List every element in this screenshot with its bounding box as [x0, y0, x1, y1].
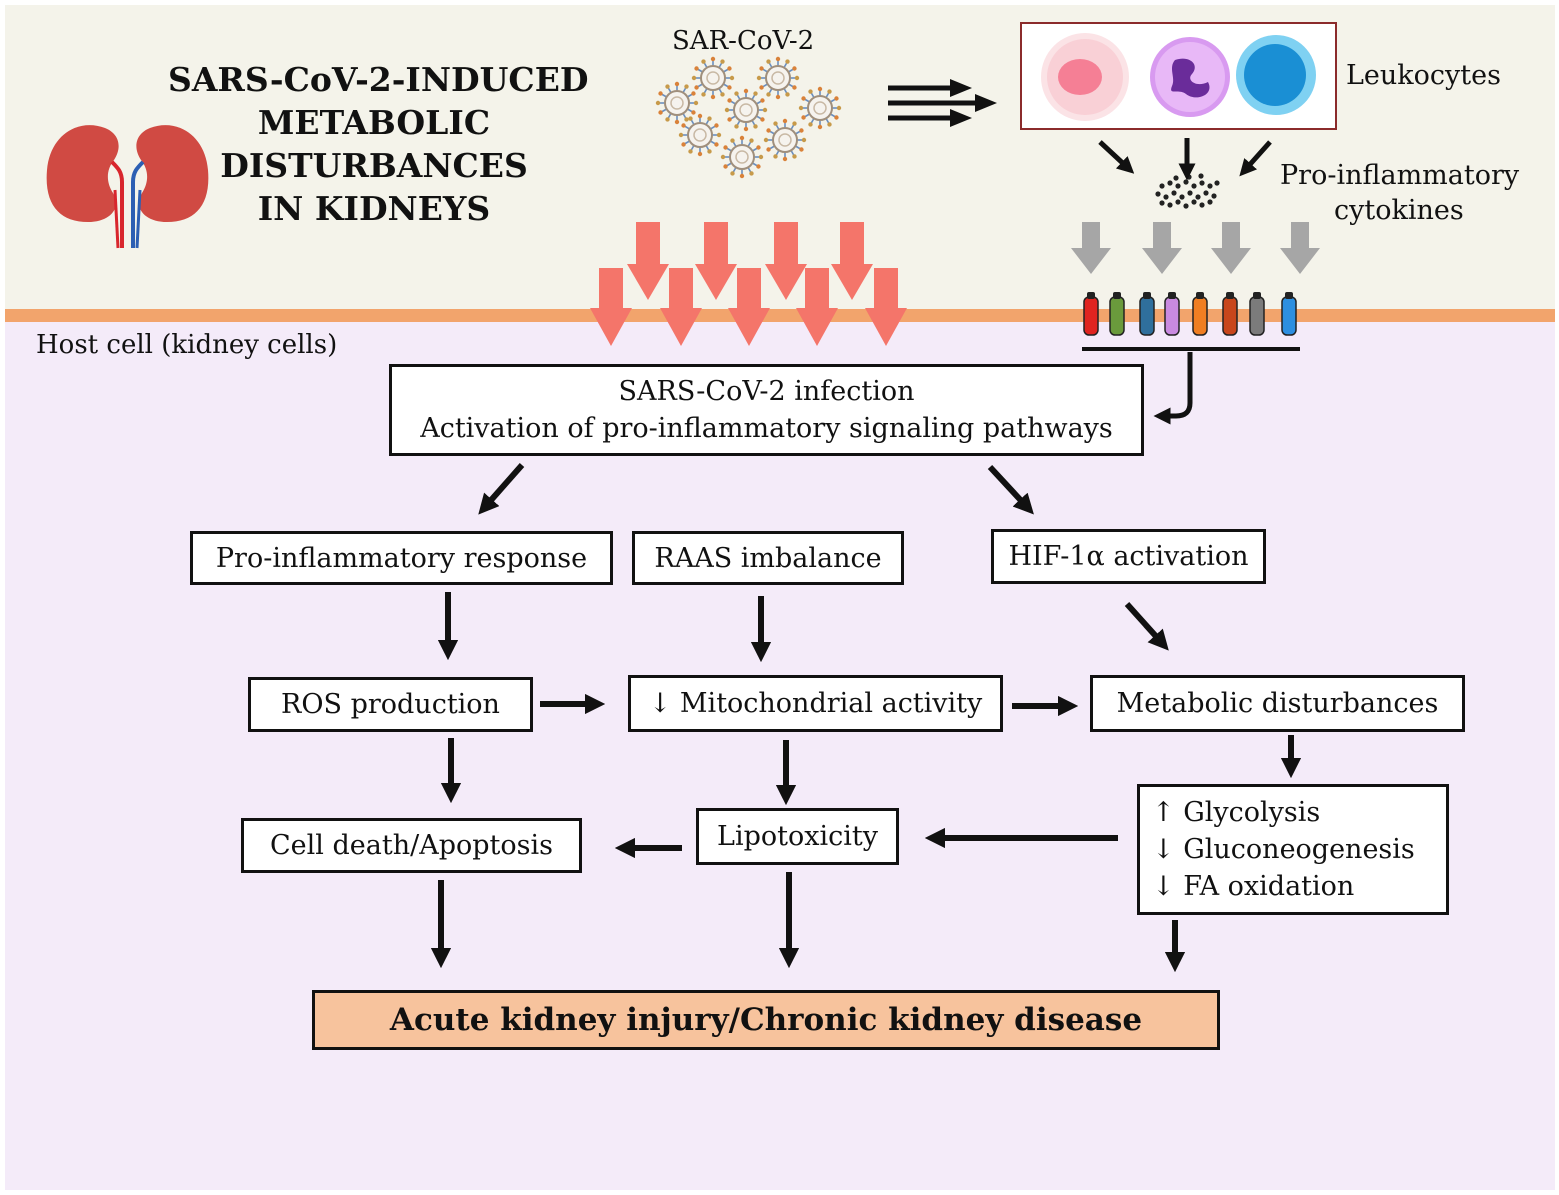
red-down-arrow — [728, 268, 770, 346]
gray-down-arrow — [1142, 222, 1182, 274]
gray-down-arrow — [1211, 222, 1251, 274]
pro-inflammatory-response-box: Pro-inflammatory response — [190, 531, 613, 585]
virus-particle-icon — [763, 118, 807, 162]
receptor-icon — [1164, 292, 1180, 336]
cytokine-dots-icon — [1155, 173, 1220, 209]
cytokines-label-line-2: cytokines — [1334, 195, 1464, 226]
virus-particle-icon — [724, 88, 768, 132]
glucose-metabolism-box: ↑ Glycolysis ↓ Gluconeogenesis ↓ FA oxid… — [1137, 784, 1449, 915]
title-line-3: DISTURBANCES — [220, 146, 528, 185]
mitochondrial-activity-box: ↓ Mitochondrial activity — [628, 675, 1003, 732]
cell-death-box: Cell death/Apoptosis — [241, 818, 582, 873]
receptor-icon — [1083, 292, 1099, 336]
title-line-2: METABOLIC — [257, 103, 491, 142]
virus-label: SAR-CoV-2 — [672, 26, 815, 56]
virus-particle-icon — [655, 81, 699, 125]
virus-particle-icon — [691, 56, 735, 100]
virus-to-leukocytes-arrows — [888, 79, 997, 127]
receptor-icon — [1109, 292, 1125, 336]
receptor-icon — [1222, 292, 1238, 336]
outcome-box: Acute kidney injury/Chronic kidney disea… — [312, 990, 1220, 1050]
virus-particle-icon — [756, 56, 800, 100]
receptor-icon — [1249, 292, 1265, 336]
leukocytes-to-cytokines-arrows — [1098, 138, 1272, 181]
red-down-arrow — [796, 268, 838, 346]
red-down-arrow — [865, 268, 907, 346]
leukocytes-frame — [1020, 22, 1337, 130]
gray-down-arrow — [1280, 222, 1320, 274]
receptor-to-infection-arrow — [1153, 352, 1193, 425]
hif-activation-box: HIF-1α activation — [991, 529, 1266, 584]
red-down-arrow — [627, 222, 669, 300]
red-down-arrow — [660, 268, 702, 346]
fa-oxidation-line: ↓ FA oxidation — [1152, 871, 1355, 902]
red-down-arrow — [831, 222, 873, 300]
red-down-arrow — [695, 222, 737, 300]
raas-imbalance-box: RAAS imbalance — [632, 531, 904, 585]
glycolysis-line: ↑ Glycolysis — [1152, 797, 1321, 828]
virus-particle-icon — [798, 86, 842, 130]
kidneys-icon — [46, 125, 209, 249]
infection-box: SARS-CoV-2 infection Activation of pro-i… — [389, 364, 1144, 456]
gray-down-arrow — [1071, 222, 1111, 274]
figure-title: SARS-CoV-2-INDUCED METABOLIC DISTURBANCE… — [168, 58, 589, 230]
virus-entry-arrows — [590, 222, 907, 346]
title-line-4: IN KIDNEYS — [257, 189, 491, 228]
red-down-arrow — [590, 268, 632, 346]
gluconeogenesis-line: ↓ Gluconeogenesis — [1152, 834, 1415, 865]
title-line-1: SARS-CoV-2-INDUCED — [168, 60, 589, 99]
virus-particle-icon — [678, 113, 722, 157]
cytokine-arrows — [1071, 222, 1320, 274]
red-down-arrow — [765, 222, 807, 300]
leukocytes-label: Leukocytes — [1346, 60, 1501, 91]
ros-production-box: ROS production — [248, 677, 533, 732]
receptor-icon — [1192, 292, 1208, 336]
receptor-row — [1083, 292, 1297, 336]
flow-arrows — [430, 463, 1302, 973]
infection-line-2: Activation of pro-inflammatory signaling… — [420, 413, 1113, 444]
metabolic-disturbances-box: Metabolic disturbances — [1090, 675, 1465, 732]
receptor-icon — [1139, 292, 1155, 336]
receptor-icon — [1281, 292, 1297, 336]
cytokines-label-line-1: Pro-inflammatory — [1280, 160, 1520, 191]
host-cell-label: Host cell (kidney cells) — [36, 330, 338, 360]
virus-particles — [655, 56, 842, 179]
infection-line-1: SARS-CoV-2 infection — [618, 376, 915, 407]
lipotoxicity-box: Lipotoxicity — [696, 808, 899, 865]
virus-particle-icon — [720, 135, 764, 179]
